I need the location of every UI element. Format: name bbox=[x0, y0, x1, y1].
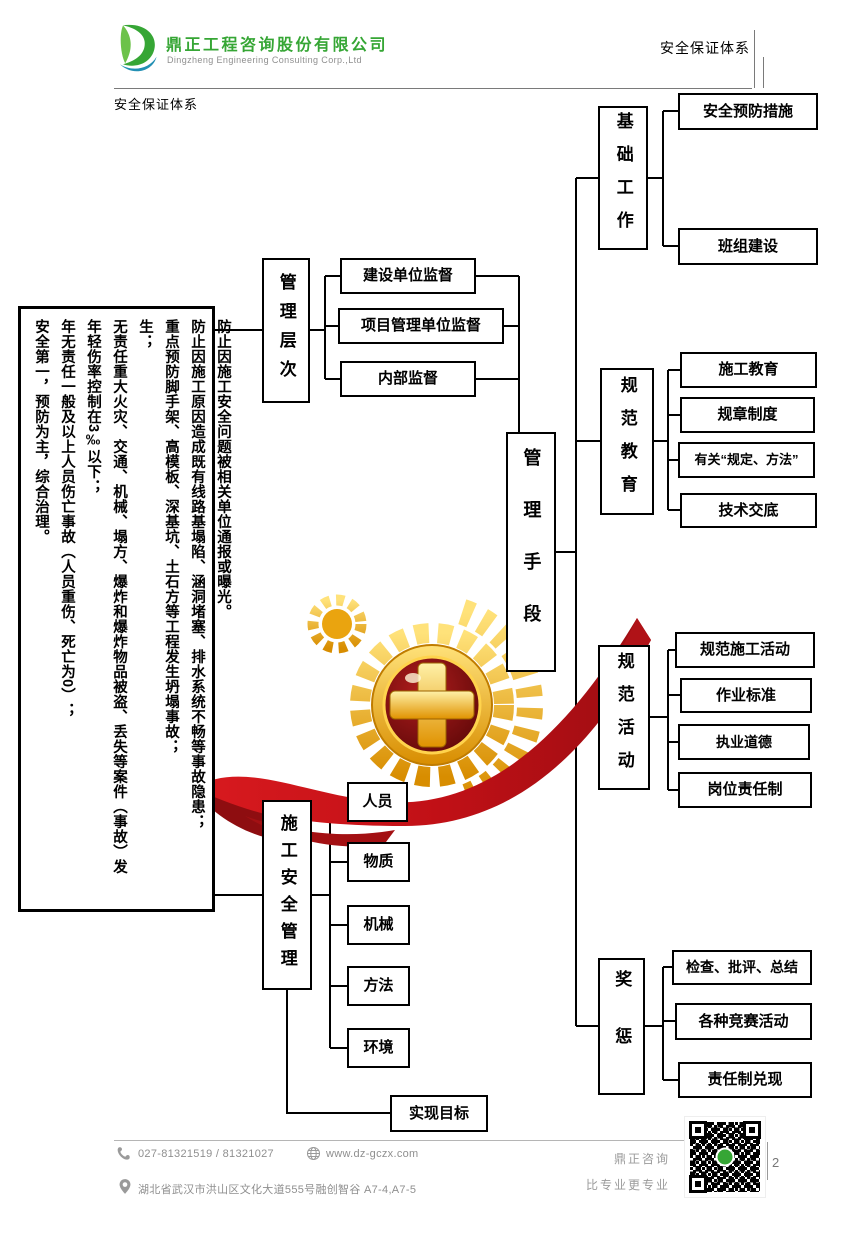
node-reward-punishment: 奖惩 bbox=[598, 958, 645, 1095]
node-standard-education-item: 有关“规定、方法” bbox=[678, 442, 815, 478]
node-management-means: 管理手段 bbox=[506, 432, 556, 672]
footer-divider bbox=[114, 1140, 752, 1141]
location-pin-icon bbox=[118, 1178, 134, 1194]
section-title: 安全保证体系 bbox=[114, 97, 199, 112]
node-construction-safety-item: 物质 bbox=[347, 842, 410, 882]
footer-brand: 鼎正咨询 bbox=[613, 1152, 670, 1166]
policy-line: 重点预防脚手架、高模板、深基坑、土石方等工程发生坍塌事故； bbox=[163, 319, 179, 754]
node-construction-safety-item: 方法 bbox=[347, 966, 410, 1006]
qr-finder bbox=[743, 1121, 761, 1139]
node-standard-activity: 规范活动 bbox=[598, 645, 650, 790]
qr-finder bbox=[689, 1121, 707, 1139]
policy-line: 无责任重大火灾、交通、机械、塌方、爆炸和爆炸物品被盗、丢失等案件（事故）发生； bbox=[111, 319, 153, 874]
policy-line: 安全第一，预防为主，综合治理。 bbox=[33, 319, 49, 544]
node-standard-activity-item: 作业标准 bbox=[680, 678, 812, 713]
policy-line: 防止因施工原因造成既有线路基塌陷、涵洞堵塞、排水系统不畅等事故隐患； bbox=[189, 319, 205, 829]
node-construction-safety-item: 机械 bbox=[347, 905, 410, 945]
policy-line: 年无责任一般及以上人员伤亡事故（人员重伤、死亡为0）； bbox=[59, 319, 75, 718]
doc-title: 安全保证体系 bbox=[660, 40, 750, 56]
node-standard-activity-item: 执业道德 bbox=[678, 724, 810, 760]
qr-code bbox=[684, 1116, 766, 1198]
node-basic-work: 基础工作 bbox=[598, 106, 648, 250]
page-number: 2 bbox=[772, 1155, 780, 1170]
header-divider bbox=[114, 88, 752, 89]
node-basic-work-item: 班组建设 bbox=[678, 228, 818, 265]
node-construction-safety-item: 人员 bbox=[347, 782, 408, 822]
footer-address: 湖北省武汉市洪山区文化大道555号融创智谷 A7-4,A7-5 bbox=[138, 1184, 417, 1196]
node-standard-education-item: 技术交底 bbox=[680, 493, 817, 528]
node-standard-education-item: 施工教育 bbox=[680, 352, 817, 388]
node-reward-punishment-item: 检查、批评、总结 bbox=[672, 950, 812, 985]
node-basic-work-item: 安全预防措施 bbox=[678, 93, 818, 130]
phone-icon bbox=[116, 1146, 132, 1162]
node-supervision-item: 内部监督 bbox=[340, 361, 476, 397]
company-logo bbox=[110, 20, 162, 74]
safety-policy-box: 安全第一，预防为主，综合治理。 年无责任一般及以上人员伤亡事故（人员重伤、死亡为… bbox=[18, 306, 231, 912]
footer-website: www.dz-gczx.com bbox=[326, 1148, 419, 1160]
globe-icon bbox=[306, 1146, 322, 1162]
header-tick-line bbox=[754, 30, 755, 88]
footer-phone: 027-81321519 / 81321027 bbox=[138, 1148, 274, 1160]
node-construction-safety-item: 环境 bbox=[347, 1028, 410, 1068]
node-standard-education: 规范教育 bbox=[600, 368, 654, 515]
node-standard-activity-item: 规范施工活动 bbox=[675, 632, 815, 668]
node-standard-education-item: 规章制度 bbox=[680, 397, 815, 433]
qr-finder bbox=[689, 1175, 707, 1193]
policy-line: 年轻伤率控制在3‰以下； bbox=[85, 319, 101, 495]
header-tick-line bbox=[763, 57, 764, 88]
node-standard-activity-item: 岗位责任制 bbox=[678, 772, 812, 808]
page-number-divider bbox=[767, 1142, 768, 1180]
qr-center-logo bbox=[715, 1147, 735, 1167]
node-supervision-item: 建设单位监督 bbox=[340, 258, 476, 294]
node-supervision-item: 项目管理单位监督 bbox=[338, 308, 504, 344]
company-name: 鼎正工程咨询股份有限公司 bbox=[166, 37, 389, 54]
policy-line: 防止因施工安全问题被相关单位通报或曝光。 bbox=[215, 319, 231, 619]
footer-slogan: 比专业更专业 bbox=[585, 1178, 670, 1192]
node-reward-punishment-item: 责任制兑现 bbox=[678, 1062, 812, 1098]
company-name-en: Dingzheng Engineering Consulting Corp.,L… bbox=[167, 55, 362, 65]
node-management-level: 管理层次 bbox=[262, 258, 310, 403]
node-goal: 实现目标 bbox=[390, 1095, 488, 1132]
node-reward-punishment-item: 各种竞赛活动 bbox=[675, 1003, 812, 1040]
node-construction-safety: 施工安全管理 bbox=[262, 800, 312, 990]
